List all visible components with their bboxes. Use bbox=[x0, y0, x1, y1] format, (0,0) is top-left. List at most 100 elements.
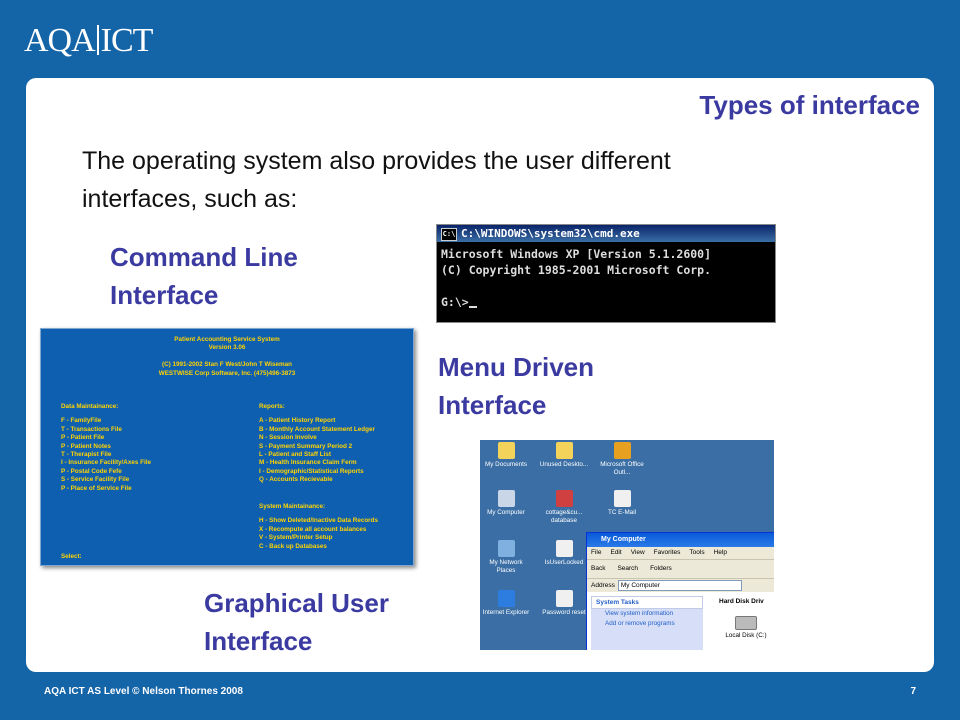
menu-item: S - Service Facility File bbox=[61, 476, 130, 484]
desktop-icon-glyph bbox=[555, 490, 573, 507]
page-number: 7 bbox=[910, 686, 916, 697]
desktop-icon-glyph bbox=[613, 442, 631, 459]
menu-item: P - Postal Code Fefe bbox=[61, 467, 122, 475]
disk-icon bbox=[735, 616, 757, 630]
menu-item: P - Place of Service File bbox=[61, 484, 132, 492]
menu-item: X - Recompute all account balances bbox=[259, 525, 367, 533]
desktop-icon-label: My Network Places bbox=[489, 559, 523, 574]
system-tasks-title: System Tasks bbox=[591, 596, 703, 609]
desktop-icon-label: Microsoft Office Outl... bbox=[600, 461, 644, 476]
my-computer-window: My Computer File Edit View Favorites Tools He… bbox=[586, 532, 774, 650]
slide-title: Types of interface bbox=[699, 90, 920, 120]
desktop-icon[interactable]: cottage&cu... database bbox=[538, 490, 590, 524]
back-button[interactable]: Back bbox=[591, 565, 606, 572]
local-disk: Local Disk (C:) bbox=[719, 616, 773, 639]
desktop-icon[interactable]: Internet Explorer bbox=[480, 590, 532, 617]
menu-item: B - Monthly Account Statement Ledger bbox=[259, 425, 375, 433]
local-disk-label: Local Disk (C:) bbox=[725, 632, 767, 639]
desktop-icon[interactable]: My Documents bbox=[480, 442, 532, 469]
desktop-icon[interactable]: My Computer bbox=[480, 490, 532, 517]
slide-panel: Types of interface The operating system … bbox=[26, 78, 934, 672]
menu-item: Q - Accounts Recievable bbox=[259, 476, 333, 484]
menu-favorites[interactable]: Favorites bbox=[653, 549, 681, 556]
system-maintenance-title: System Maintainance: bbox=[259, 503, 326, 510]
desktop-icon-glyph bbox=[555, 442, 573, 459]
cli-titlebar: C:\ C:\WINDOWS\system32\cmd.exe bbox=[437, 225, 775, 242]
desktop-icon-label: My Documents bbox=[485, 461, 527, 468]
desktop-icon[interactable]: Password reset bbox=[538, 590, 590, 617]
desktop-icon-label: cottage&cu... database bbox=[545, 509, 583, 524]
desktop-icon-label: TC E-Mail bbox=[608, 509, 636, 516]
menu-view[interactable]: View bbox=[630, 549, 645, 556]
task-link[interactable]: View system information bbox=[605, 610, 674, 617]
address-label: Address bbox=[591, 582, 615, 589]
menu-header-line: Patient Accounting Service System bbox=[174, 336, 280, 343]
menu-edit[interactable]: Edit bbox=[610, 549, 622, 556]
desktop-icon[interactable]: TC E-Mail bbox=[596, 490, 648, 517]
task-link[interactable]: Add or remove programs bbox=[605, 619, 675, 627]
desktop-icon[interactable]: Microsoft Office Outl... bbox=[596, 442, 648, 476]
menu-item: P - Patient Notes bbox=[61, 442, 111, 450]
menu-tools[interactable]: Tools bbox=[689, 549, 705, 556]
menu-item: T - Transactions File bbox=[61, 425, 122, 433]
menu-item: M - Health Insurance Claim Ferm bbox=[259, 459, 357, 467]
gui-screenshot: My Documents Unused Deskto... Microsoft Of… bbox=[480, 440, 774, 650]
system-maintenance-column: System Maintainance: H - Show Deleted/In… bbox=[259, 503, 378, 551]
window-menubar: File Edit View Favorites Tools Help bbox=[587, 547, 774, 560]
desktop-icon[interactable]: My Network Places bbox=[480, 540, 532, 574]
menu-file[interactable]: File bbox=[591, 549, 602, 556]
cli-output: Microsoft Windows XP [Version 5.1.2600] … bbox=[441, 246, 771, 310]
menu-item: N - Session Involve bbox=[259, 434, 317, 442]
cli-title: C:\WINDOWS\system32\cmd.exe bbox=[461, 227, 640, 240]
search-button[interactable]: Search bbox=[617, 565, 639, 572]
gui-heading: Graphical User Interface bbox=[204, 588, 389, 656]
cli-heading: Command Line Interface bbox=[110, 242, 298, 310]
cli-prompt: G:\> bbox=[441, 295, 469, 309]
menu-item: L - Patient and Staff List bbox=[259, 451, 331, 459]
menu-select-prompt: Select: bbox=[61, 553, 82, 560]
intro-text: The operating system also provides the u… bbox=[82, 147, 671, 213]
menu-help[interactable]: Help bbox=[713, 549, 727, 556]
desktop-icon[interactable]: IsUserLocked bbox=[538, 540, 590, 567]
cmd-icon: C:\ bbox=[441, 227, 457, 241]
menu-item: V - System/Printer Setup bbox=[259, 534, 333, 542]
desktop-icon-glyph bbox=[497, 442, 515, 459]
menu-header-line: (C) 1991-2002 Stan F West/John T Wiseman bbox=[162, 361, 292, 369]
logo-left: AQA bbox=[24, 22, 96, 59]
menu-item: I - Demographic/Statistical Reports bbox=[259, 467, 364, 475]
desktop-icon-glyph bbox=[497, 490, 515, 507]
desktop-icon-glyph bbox=[613, 490, 631, 507]
desktop-icon-glyph bbox=[497, 540, 515, 557]
drives-title: Hard Disk Driv bbox=[719, 598, 764, 605]
menu-item: H - Show Deleted/Inactive Data Records bbox=[259, 517, 378, 525]
window-title: My Computer bbox=[587, 533, 774, 547]
menu-item: C - Back up Databases bbox=[259, 542, 327, 550]
reports-title: Reports: bbox=[259, 403, 285, 410]
desktop-icon-label: Unused Deskto... bbox=[539, 461, 589, 468]
data-maintenance-title: Data Maintainance: bbox=[61, 403, 119, 410]
menu-item: F - FamilyFile bbox=[61, 417, 102, 425]
menu-item: P - Patient File bbox=[61, 434, 105, 442]
desktop-icon-label: IsUserLocked bbox=[544, 559, 584, 566]
folders-button[interactable]: Folders bbox=[650, 565, 672, 572]
menu-heading: Menu Driven Interface bbox=[438, 352, 595, 420]
address-value: My Computer bbox=[617, 579, 742, 591]
cli-line1: Microsoft Windows XP [Version 5.1.2600] bbox=[441, 247, 712, 261]
desktop-icon-glyph bbox=[555, 540, 573, 557]
menu-item: A - Patient History Report bbox=[259, 417, 336, 425]
desktop-icon-label: Internet Explorer bbox=[482, 609, 530, 616]
desktop-icon[interactable]: Unused Deskto... bbox=[538, 442, 590, 469]
menu-header-line: WESTWISE Corp Software, Inc. (475)496-38… bbox=[158, 369, 296, 377]
logo-right: ICT bbox=[100, 22, 154, 59]
menu-header-line bbox=[41, 353, 413, 361]
